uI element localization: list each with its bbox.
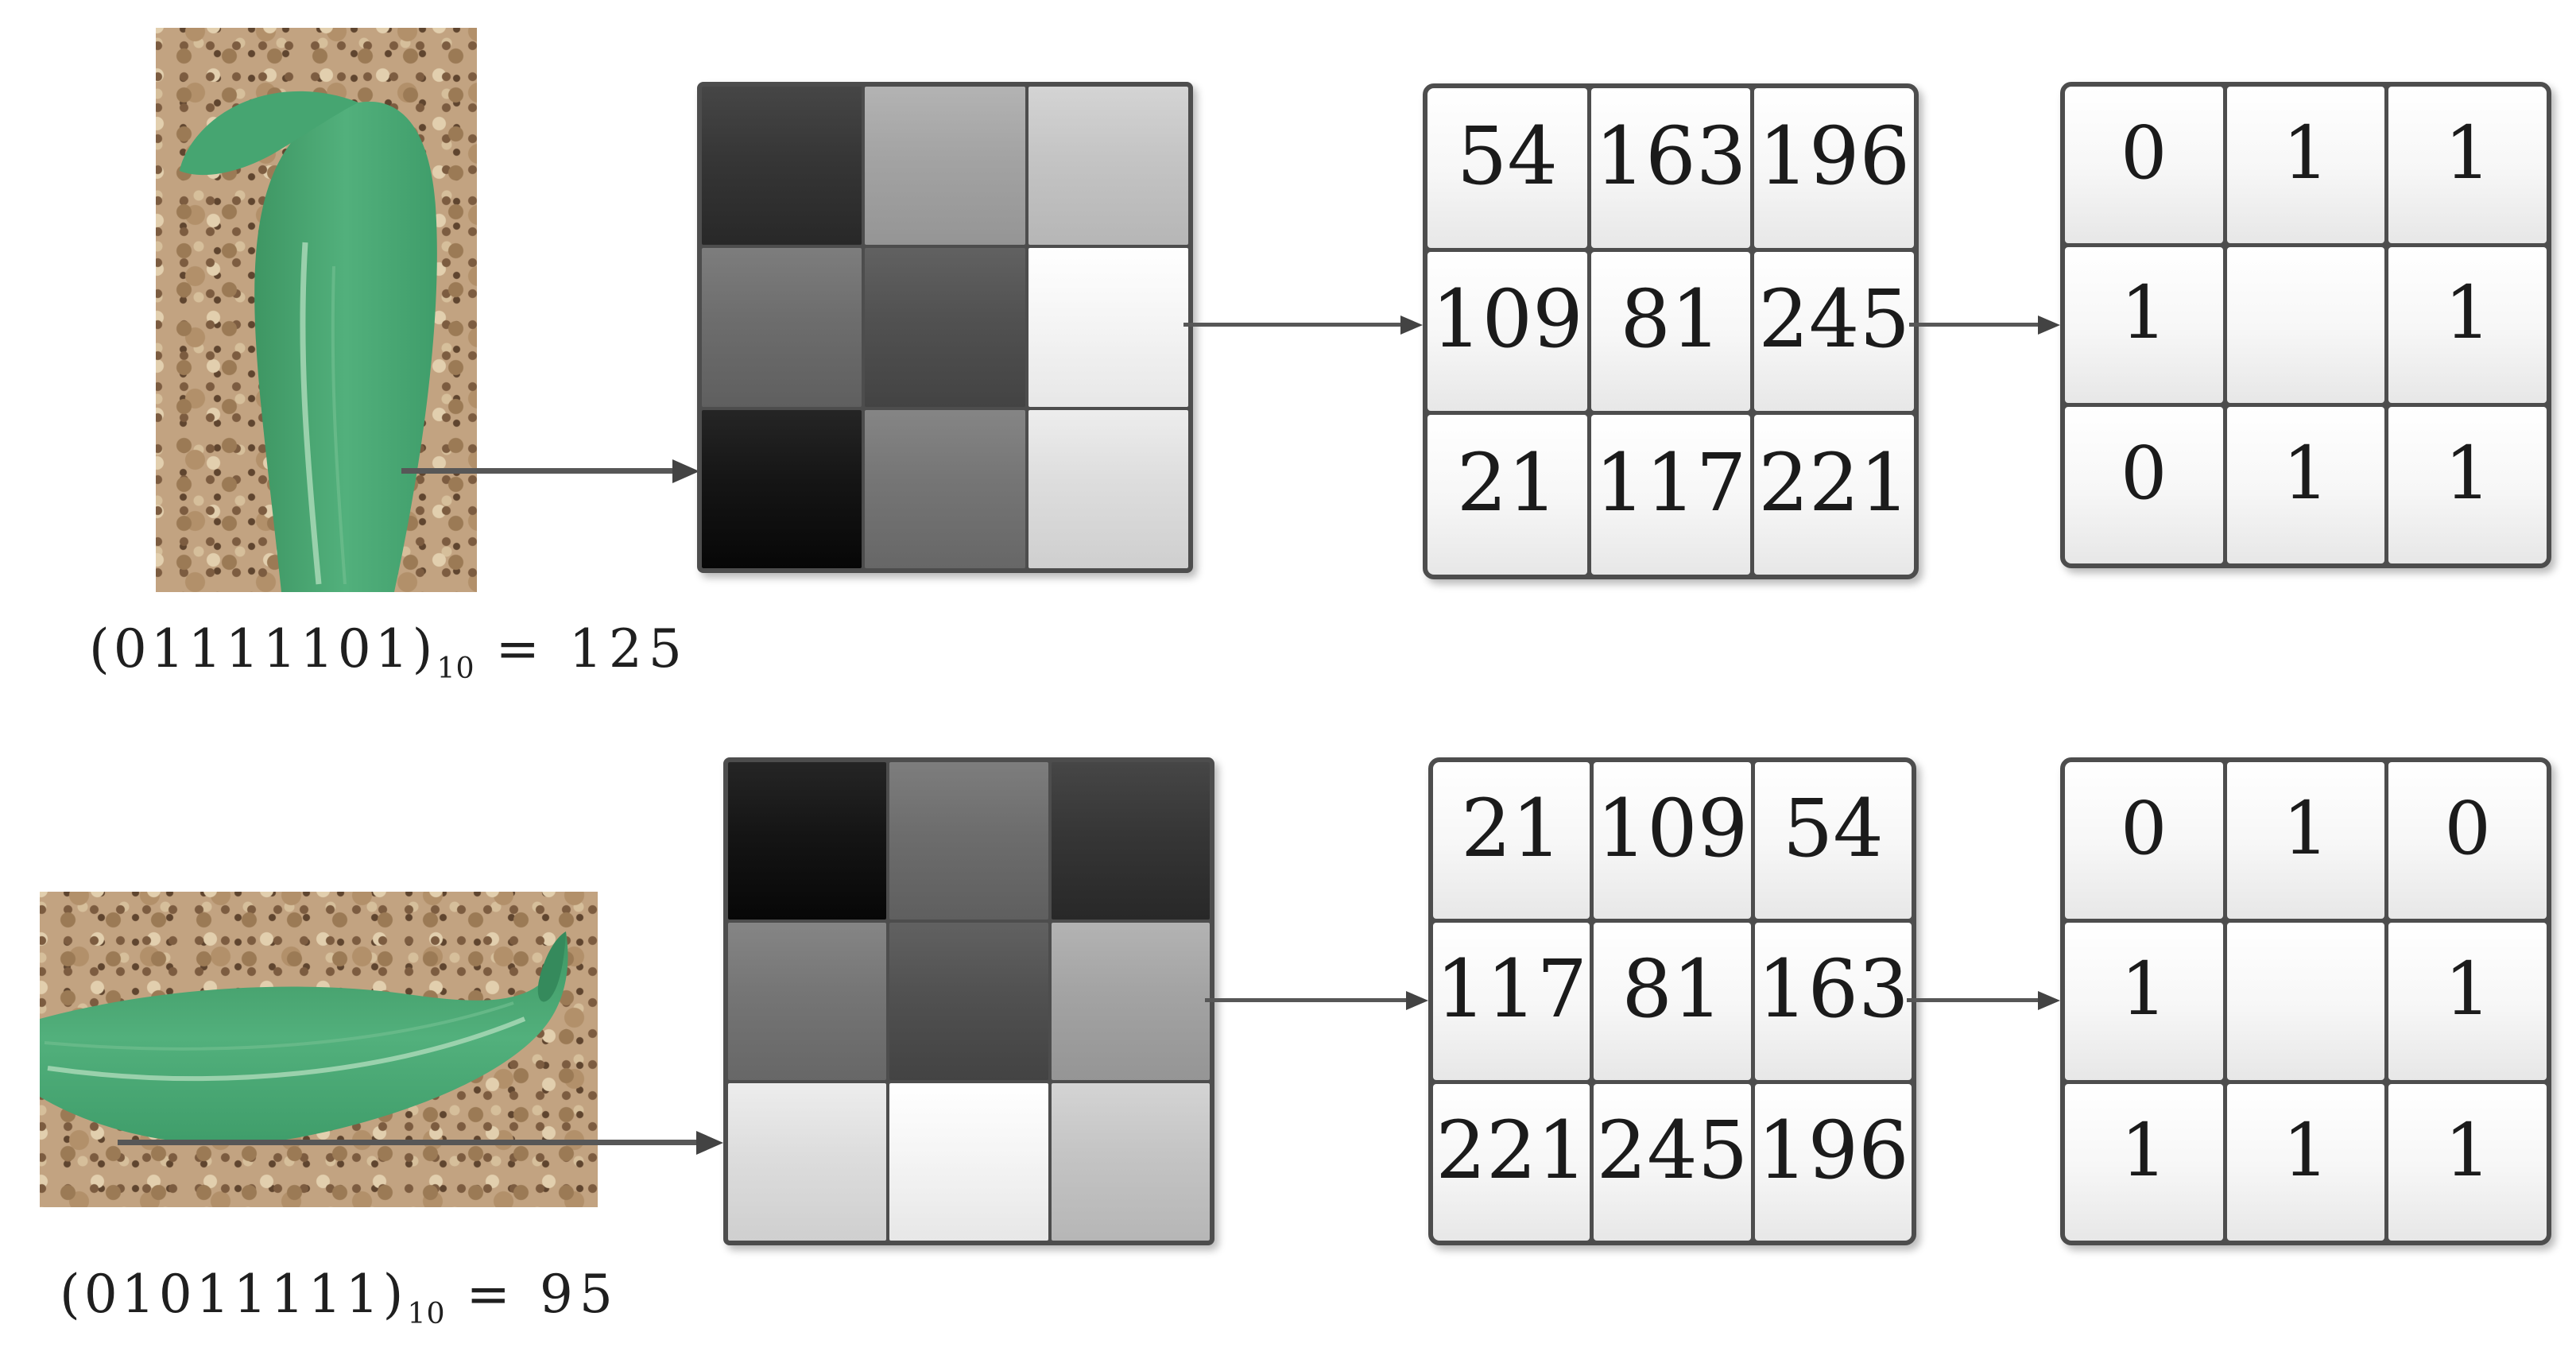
caption-2-subscript: 10 [407,1296,446,1331]
value-cell: 245 [1594,1083,1751,1241]
value-cell: 1 [2226,1083,2385,1241]
caption-2: (01011111)10 = 95 [60,1264,619,1330]
arrow-grayscale2-to-pixel [1205,998,1406,1002]
value-cell: 0 [2065,87,2223,243]
gray-pixel-cell [865,409,1025,568]
gray-pixel-cell [728,762,887,920]
value-cell: 1 [2065,1083,2223,1241]
value-cell: 163 [1590,88,1751,248]
value-cell: 245 [1754,251,1914,412]
value-cell: 1 [2388,407,2547,563]
value-cell: 81 [1594,923,1751,1080]
value-cell: 221 [1433,1083,1590,1241]
leaf-graphic-upright [180,91,437,592]
value-cell: 1 [2388,923,2547,1080]
arrow-pixel2-to-binary [1907,998,2038,1002]
arrow-grayscale1-to-pixel [1183,323,1400,327]
gray-pixel-cell [728,923,887,1080]
value-cell: 1 [2226,762,2385,920]
value-cell: 54 [1754,762,1912,920]
arrow-photo2-to-grayscale [118,1140,696,1145]
gray-pixel-cell [889,1083,1048,1241]
caption-2-binary: (01011111) [60,1264,408,1325]
leaf-photo-2 [40,892,598,1207]
arrow-pixel1-to-binary [1909,323,2038,327]
leaf-graphic-horizontal [40,931,568,1144]
gray-pixel-cell [1051,1083,1210,1241]
value-cell: 0 [2065,407,2223,563]
gray-pixel-cell [865,87,1025,246]
value-cell: 1 [2388,87,2547,243]
leaf-photo-1 [156,28,477,592]
value-cell [2226,246,2385,404]
value-cell: 1 [2226,87,2385,243]
gray-pixel-cell [702,409,862,568]
gray-pixel-cell [865,248,1025,407]
caption-1-value: = 125 [495,618,688,680]
value-cell: 54 [1427,88,1587,248]
caption-2-value: = 95 [466,1264,619,1325]
value-cell: 196 [1754,88,1914,248]
grayscale-grid-2 [723,757,1214,1245]
value-cell: 109 [1427,251,1587,412]
value-cell: 163 [1754,923,1912,1080]
caption-1: (01111101)10 = 125 [89,618,688,685]
gray-pixel-cell [1028,409,1188,568]
caption-1-subscript: 10 [436,651,475,686]
value-cell: 109 [1594,762,1751,920]
value-cell: 0 [2065,762,2223,920]
value-cell: 117 [1590,415,1751,575]
value-cell: 117 [1433,923,1590,1080]
value-cell: 1 [2065,246,2223,404]
gray-pixel-cell [889,762,1048,920]
value-cell: 1 [2065,923,2223,1080]
arrow-photo1-to-grayscale [401,468,672,474]
value-cell: 1 [2226,407,2385,563]
gray-pixel-cell [702,87,862,246]
gray-pixel-cell [728,1083,887,1241]
gray-pixel-cell [702,248,862,407]
value-cell: 1 [2388,246,2547,404]
gray-pixel-cell [1051,762,1210,920]
value-cell: 196 [1754,1083,1912,1241]
value-cell: 21 [1433,762,1590,920]
caption-1-binary: (01111101) [89,618,437,680]
value-cell: 81 [1590,251,1751,412]
value-cell: 1 [2388,1083,2547,1241]
gray-pixel-cell [1028,248,1188,407]
gray-pixel-cell [1051,923,1210,1080]
value-cell [2226,923,2385,1080]
grayscale-grid-1 [697,82,1193,573]
gray-pixel-cell [1028,87,1188,246]
value-cell: 0 [2388,762,2547,920]
value-cell: 21 [1427,415,1587,575]
value-cell: 221 [1754,415,1914,575]
gray-pixel-cell [889,923,1048,1080]
